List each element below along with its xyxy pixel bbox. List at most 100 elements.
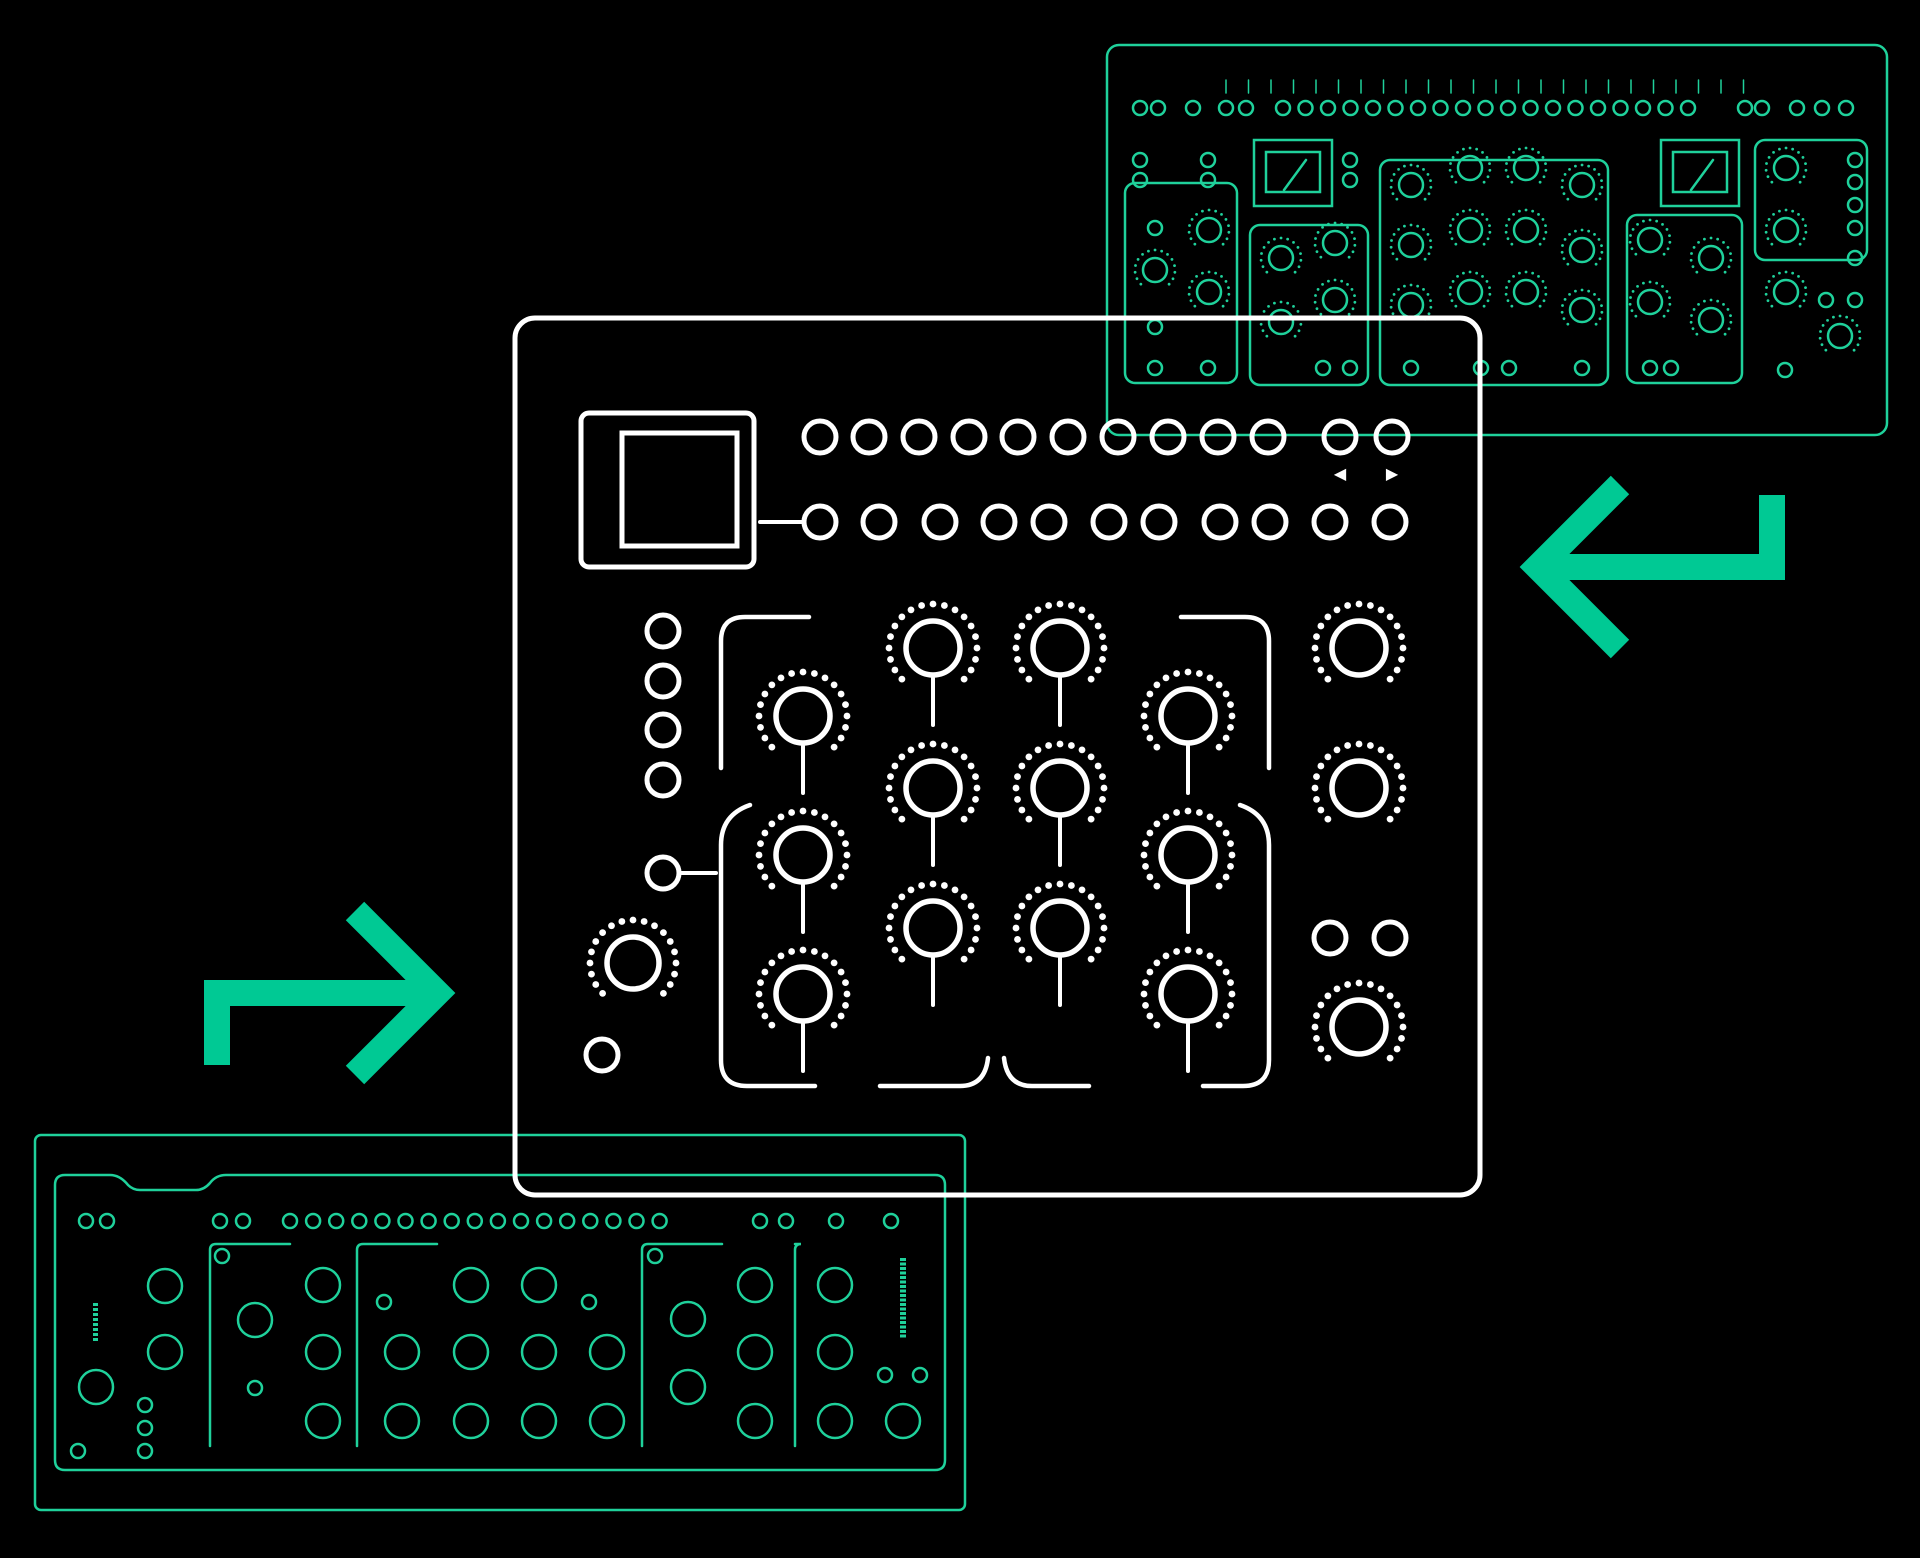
top-jack[interactable] <box>1567 99 1584 117</box>
knob[interactable] <box>520 1402 558 1440</box>
second-row-button[interactable] <box>801 503 839 541</box>
small-jack[interactable] <box>1131 151 1149 169</box>
top-jack[interactable] <box>535 1212 553 1230</box>
top-jack[interactable] <box>777 1212 795 1230</box>
knob[interactable] <box>1628 218 1672 256</box>
top-jack[interactable] <box>1149 99 1167 117</box>
mixer-knob[interactable] <box>755 946 851 1073</box>
top-jack[interactable] <box>751 1212 769 1230</box>
top-jack[interactable] <box>397 1212 414 1230</box>
knob[interactable] <box>1448 146 1492 184</box>
knob[interactable] <box>1389 223 1433 261</box>
knob[interactable] <box>1560 288 1604 326</box>
small-jack[interactable] <box>246 1379 264 1397</box>
knob[interactable] <box>236 1301 274 1339</box>
top-row-button[interactable] <box>1149 418 1187 456</box>
second-row-button[interactable] <box>1030 503 1068 541</box>
knob[interactable] <box>1389 163 1433 201</box>
top-row-button[interactable] <box>1199 418 1237 456</box>
top-jack[interactable] <box>1589 99 1607 117</box>
knob[interactable] <box>1187 208 1231 246</box>
knob[interactable] <box>588 1402 626 1440</box>
top-row-button[interactable] <box>900 418 938 456</box>
top-row-button[interactable] <box>850 418 888 456</box>
right-knob[interactable] <box>1311 740 1407 823</box>
top-jack[interactable] <box>489 1212 507 1230</box>
small-jack[interactable] <box>1199 151 1217 169</box>
top-jack[interactable] <box>1813 99 1831 117</box>
top-jack[interactable] <box>466 1212 484 1230</box>
left-jack[interactable] <box>644 761 682 799</box>
small-jack[interactable] <box>1846 219 1864 237</box>
top-jack[interactable] <box>1477 99 1494 117</box>
top-jack[interactable] <box>1364 99 1382 117</box>
small-jack[interactable] <box>1341 151 1359 169</box>
second-row-button[interactable] <box>1251 503 1289 541</box>
top-jack[interactable] <box>1184 99 1202 117</box>
top-jack[interactable] <box>327 1212 345 1230</box>
small-jack[interactable] <box>1662 359 1680 377</box>
small-jack[interactable] <box>1776 361 1794 379</box>
small-jack[interactable] <box>1199 171 1217 189</box>
left-jack[interactable] <box>644 662 682 700</box>
knob[interactable] <box>1389 283 1433 321</box>
top-jack[interactable] <box>374 1212 391 1230</box>
knob[interactable] <box>520 1266 558 1304</box>
top-jack[interactable] <box>77 1212 95 1230</box>
top-jack[interactable] <box>1544 99 1562 117</box>
top-jack[interactable] <box>1131 99 1149 117</box>
knob[interactable] <box>1504 208 1548 246</box>
top-jack[interactable] <box>582 1212 599 1230</box>
top-row-button[interactable] <box>1099 418 1137 456</box>
small-jack[interactable] <box>1341 171 1359 189</box>
top-jack[interactable] <box>420 1212 437 1230</box>
top-jack[interactable] <box>1387 99 1404 117</box>
knob[interactable] <box>146 1267 184 1305</box>
top-jack[interactable] <box>651 1212 668 1230</box>
knob[interactable] <box>1818 314 1862 352</box>
second-row-button[interactable] <box>1090 503 1128 541</box>
knob[interactable] <box>736 1333 774 1371</box>
knob[interactable] <box>1313 221 1357 259</box>
small-jack[interactable] <box>646 1247 664 1265</box>
small-jack[interactable] <box>213 1247 231 1265</box>
top-row-button[interactable] <box>801 418 839 456</box>
knob[interactable] <box>383 1333 421 1371</box>
top-jack[interactable] <box>1736 99 1754 117</box>
top-jack[interactable] <box>1634 99 1652 117</box>
top-jack[interactable] <box>1274 99 1292 117</box>
knob[interactable] <box>816 1402 854 1440</box>
knob[interactable] <box>1560 228 1604 266</box>
top-row-button[interactable] <box>1373 418 1411 456</box>
mixer-knob[interactable] <box>885 600 981 727</box>
mixer-knob[interactable] <box>885 740 981 867</box>
small-jack[interactable] <box>1846 151 1864 169</box>
knob[interactable] <box>520 1333 558 1371</box>
top-jack[interactable] <box>1297 99 1314 117</box>
top-jack[interactable] <box>1753 99 1771 117</box>
knob[interactable] <box>304 1333 342 1371</box>
mixer-knob[interactable] <box>755 807 851 934</box>
mixer-knob[interactable] <box>1012 880 1108 1007</box>
knob[interactable] <box>816 1266 854 1304</box>
knob[interactable] <box>1628 280 1672 318</box>
top-jack[interactable] <box>1788 99 1806 117</box>
small-jack[interactable] <box>1846 173 1864 191</box>
mixer-knob[interactable] <box>1012 740 1108 867</box>
top-jack[interactable] <box>1342 99 1359 117</box>
knob[interactable] <box>736 1266 774 1304</box>
left-large-knob[interactable] <box>586 916 680 997</box>
top-jack[interactable] <box>1837 99 1855 117</box>
knob[interactable] <box>1689 298 1733 336</box>
top-jack[interactable] <box>1612 99 1629 117</box>
small-jack[interactable] <box>375 1293 393 1311</box>
knob[interactable] <box>304 1266 342 1304</box>
top-jack[interactable] <box>1409 99 1427 117</box>
top-jack[interactable] <box>443 1212 460 1230</box>
small-jack[interactable] <box>580 1293 598 1311</box>
small-jack[interactable] <box>1846 249 1864 267</box>
small-jack[interactable] <box>136 1396 154 1414</box>
small-jack[interactable] <box>1146 359 1164 377</box>
knob[interactable] <box>452 1266 490 1304</box>
small-jack[interactable] <box>1641 359 1659 377</box>
